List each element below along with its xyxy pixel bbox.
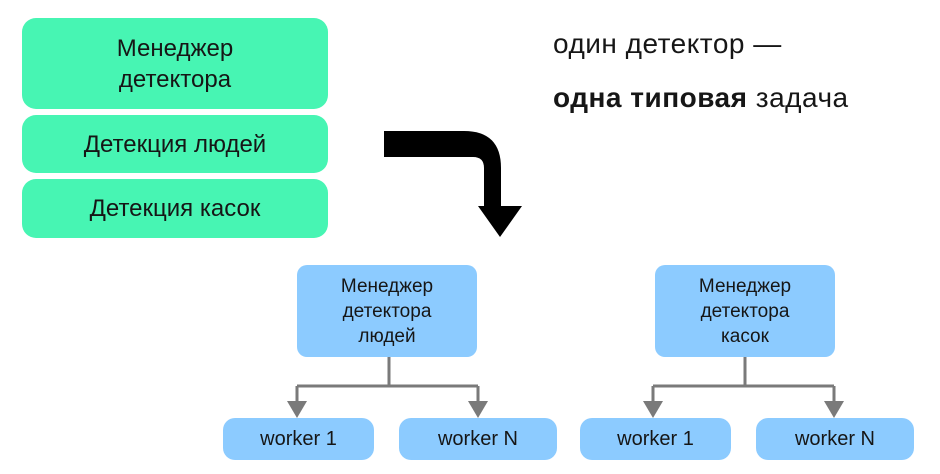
people-detection-label: Детекция людей: [83, 130, 267, 158]
detector-manager-line-2: детектора: [118, 65, 232, 93]
helmets-worker-1-box: worker 1: [580, 418, 731, 460]
people-worker-1-label: worker 1: [260, 427, 337, 450]
helmets-worker-n-label: worker N: [794, 427, 875, 450]
people-worker-n-label: worker N: [437, 427, 518, 450]
helmets-worker-1-label: worker 1: [617, 427, 694, 450]
helmets-worker-1-arrowhead: [643, 401, 663, 418]
helmet-detection-box: Детекция касок: [22, 179, 328, 238]
helmets-manager-line-3: касок: [721, 325, 769, 347]
caption-line-2-bold: одна типовая: [553, 82, 748, 113]
helmets-detector-manager-box: Менеджер детектора касок: [655, 265, 835, 357]
helmets-tree-connector: [651, 357, 836, 404]
people-tree-connector: [295, 357, 480, 404]
helmets-worker-n-arrowhead: [824, 401, 844, 418]
people-worker-n-arrowhead: [468, 401, 488, 418]
helmets-manager-line-1: Менеджер: [698, 275, 792, 297]
people-detection-box: Детекция людей: [22, 115, 328, 173]
people-manager-line-3: людей: [358, 325, 416, 347]
people-manager-line-1: Менеджер: [340, 275, 434, 297]
people-manager-line-2: детектора: [342, 300, 432, 322]
helmet-detection-label: Детекция касок: [89, 195, 261, 222]
people-worker-1-arrowhead: [287, 401, 307, 418]
big-turn-arrow-icon: [384, 131, 522, 237]
caption-line-1-text: один детектор —: [553, 28, 782, 59]
detector-manager-line-1: Менеджер: [116, 34, 234, 62]
helmets-manager-line-2: детектора: [700, 300, 790, 322]
caption-line-1: один детектор —: [553, 28, 782, 60]
people-detector-manager-box: Менеджер детектора людей: [297, 265, 477, 357]
people-worker-n-box: worker N: [399, 418, 557, 460]
helmets-worker-n-box: worker N: [756, 418, 914, 460]
caption-line-2-rest: задача: [747, 82, 849, 113]
caption-line-2: одна типовая задача: [553, 82, 849, 114]
detector-manager-box: Менеджер детектора: [22, 18, 328, 109]
people-worker-1-box: worker 1: [223, 418, 374, 460]
